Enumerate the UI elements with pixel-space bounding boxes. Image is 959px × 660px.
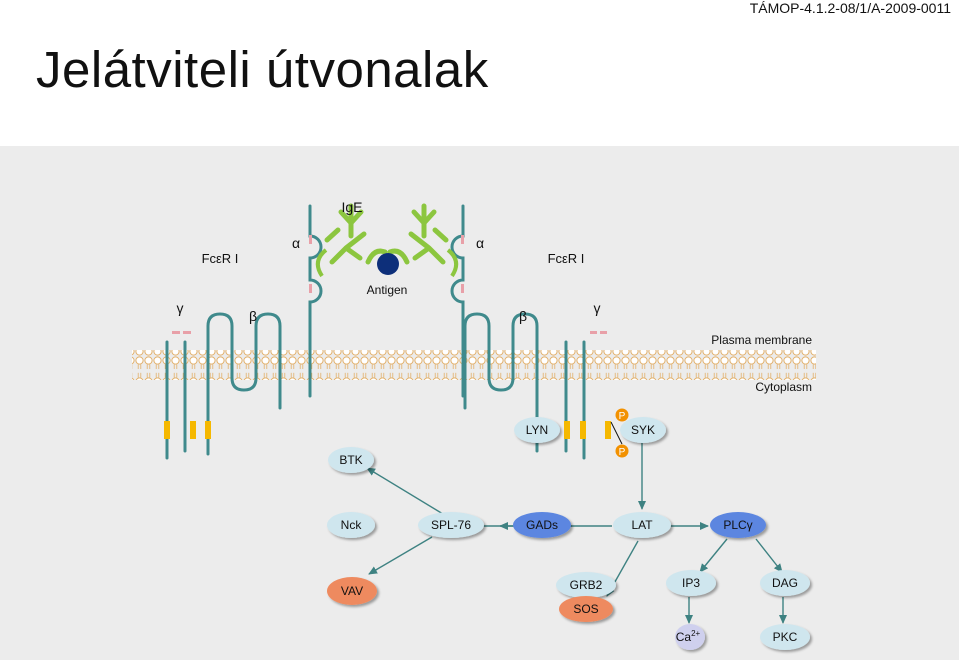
- cytoplasm-label: Cytoplasm: [755, 380, 812, 394]
- receptor-label-left: FcεR I: [202, 251, 239, 266]
- phospho-bottom: P: [615, 444, 629, 458]
- antigen-label: Antigen: [367, 283, 408, 297]
- alpha-label-left: α: [292, 235, 300, 251]
- disulfide-marks: [172, 235, 607, 334]
- node-lyn: LYN: [514, 417, 560, 443]
- svg-text:LYN: LYN: [526, 423, 548, 437]
- diagram-background: [0, 146, 959, 660]
- svg-text:IP3: IP3: [682, 576, 700, 590]
- plasma-membrane-label: Plasma membrane: [711, 333, 812, 347]
- node-ca: Ca2+: [675, 624, 705, 650]
- svg-text:P: P: [619, 447, 626, 458]
- node-ip3: IP3: [666, 570, 716, 596]
- svg-text:Ca2+: Ca2+: [676, 629, 701, 644]
- svg-text:PLCγ: PLCγ: [723, 518, 752, 532]
- node-btk: BTK: [328, 447, 374, 473]
- node-vav: VAV: [327, 577, 377, 605]
- ige-antibodies: [324, 203, 449, 265]
- alpha-label-right: α: [476, 235, 484, 251]
- node-nck: Nck: [327, 512, 375, 538]
- svg-text:BTK: BTK: [339, 453, 362, 467]
- svg-text:VAV: VAV: [341, 584, 363, 598]
- beta-label-right: β: [519, 308, 527, 324]
- node-syk: SYK: [620, 417, 666, 443]
- antigen-icon: [377, 253, 399, 275]
- node-spl76: SPL-76: [418, 512, 484, 538]
- plasma-membrane-bilayer: [132, 350, 816, 380]
- antibody-arcs: [315, 248, 459, 278]
- svg-text:DAG: DAG: [772, 576, 798, 590]
- svg-text:Nck: Nck: [341, 518, 363, 532]
- page-title: Jelátviteli útvonalak: [36, 41, 489, 98]
- beta-label-left: β: [249, 308, 257, 324]
- syk-phospho-link: [610, 421, 623, 445]
- ige-label: IgE: [341, 199, 362, 215]
- gamma-label-right: γ: [594, 300, 601, 316]
- signaling-diagram: IgE Antigen FcεR I FcεR I α α β β γ γ Pl…: [0, 146, 959, 660]
- svg-text:PKC: PKC: [773, 630, 798, 644]
- node-dag: DAG: [760, 570, 810, 596]
- svg-text:GRB2: GRB2: [570, 578, 603, 592]
- node-pkc: PKC: [760, 624, 810, 650]
- node-plcg: PLCγ: [710, 512, 766, 538]
- gamma-label-left: γ: [177, 300, 184, 316]
- svg-text:SYK: SYK: [631, 423, 655, 437]
- node-gads: GADs: [513, 512, 571, 538]
- itam-tyrosine-marks: [164, 421, 611, 439]
- svg-text:SOS: SOS: [573, 602, 598, 616]
- svg-text:GADs: GADs: [526, 518, 558, 532]
- svg-text:SPL-76: SPL-76: [431, 518, 471, 532]
- document-code: TÁMOP-4.1.2-08/1/A-2009-0011: [749, 0, 951, 16]
- svg-text:P: P: [619, 411, 626, 422]
- node-grb2: GRB2: [556, 572, 616, 598]
- svg-text:LAT: LAT: [631, 518, 653, 532]
- receptor-label-right: FcεR I: [548, 251, 585, 266]
- receptor-chains: [165, 204, 586, 460]
- node-lat: LAT: [613, 512, 671, 538]
- phospho-top: P: [615, 408, 629, 422]
- node-sos: SOS: [559, 596, 613, 622]
